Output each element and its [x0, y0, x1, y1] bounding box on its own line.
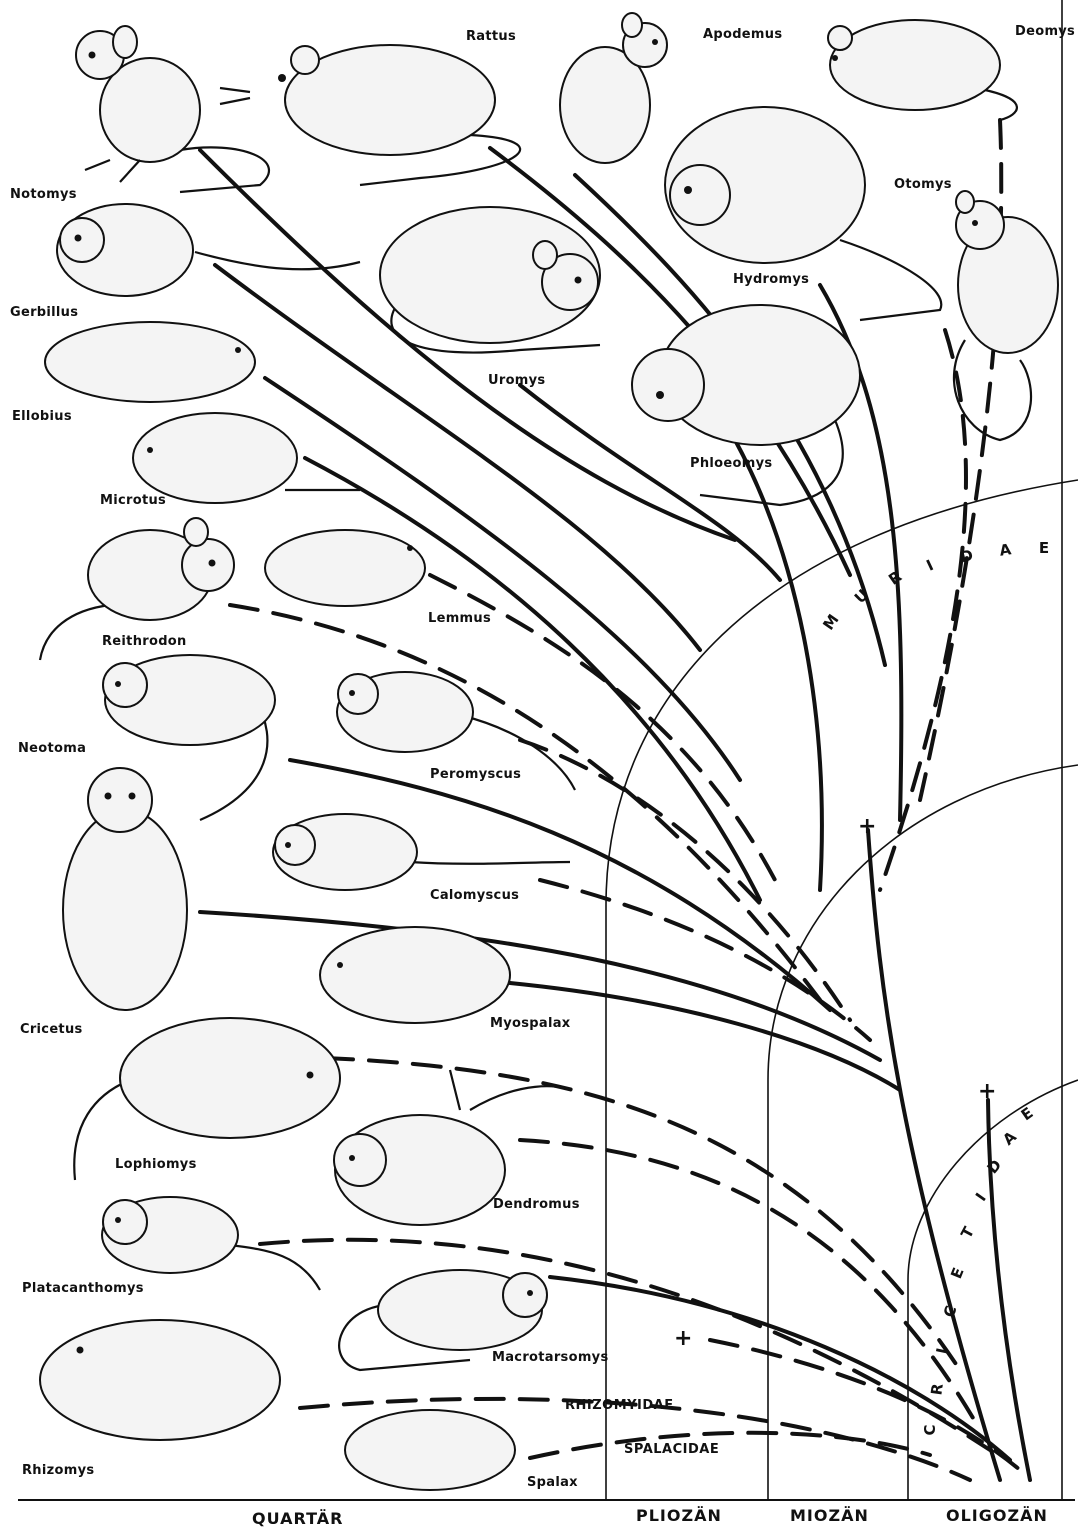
label-ellobius: Ellobius	[12, 409, 72, 424]
cricetidae-letters-letter-8: A	[999, 1127, 1020, 1148]
label-lophiomys: Lophiomys	[115, 1157, 197, 1172]
muridae-letters-letter-0: M	[819, 611, 842, 634]
extinction-marker-muridae: +	[858, 814, 876, 839]
epoch-miozaen: MIOZÄN	[790, 1506, 869, 1525]
cricetidae-letters-letter-0: C	[921, 1424, 939, 1435]
uromys-drawing	[380, 207, 600, 353]
branch-myospalax	[510, 983, 900, 1090]
muridae-letters-letter-2: R	[885, 567, 905, 589]
epoch-pliozaen: PLIOZÄN	[636, 1506, 722, 1525]
microtus-drawing	[133, 413, 360, 503]
cricetidae-letters-letter-9: E	[1018, 1104, 1037, 1125]
cricetidae-letters-letter-5: T	[957, 1223, 978, 1241]
muridae-letters-letter-6: E	[1039, 539, 1049, 557]
cricetidae-letters-letter-2: I	[933, 1346, 952, 1355]
deomys-drawing	[828, 20, 1017, 120]
label-spalax: Spalax	[527, 1475, 578, 1490]
label-hydromys: Hydromys	[733, 272, 809, 287]
branch-otomys	[880, 330, 966, 890]
branches	[200, 120, 1030, 1480]
label-macrotarsomys: Macrotarsomys	[492, 1350, 608, 1365]
label-platacanthomys: Platacanthomys	[22, 1281, 144, 1296]
label-otomys: Otomys	[894, 177, 952, 192]
label-dendromus: Dendromus	[493, 1197, 580, 1212]
otomys-drawing	[954, 191, 1058, 440]
branch-platacanthomys	[260, 1240, 990, 1450]
branch-phloeomys	[735, 440, 822, 890]
label-phloeomys: Phloeomys	[690, 456, 772, 471]
label-spalacidae: SPALACIDAE	[624, 1442, 719, 1457]
label-microtus: Microtus	[100, 493, 166, 508]
label-notomys: Notomys	[10, 187, 77, 202]
rodent-illustrations	[40, 13, 1058, 1490]
label-rattus: Rattus	[466, 29, 516, 44]
cricetus-drawing	[63, 768, 187, 1010]
cricetidae-letters-letter-7: D	[983, 1156, 1005, 1177]
label-deomys: Deomys	[1015, 24, 1075, 39]
label-neotoma: Neotoma	[18, 741, 86, 756]
spalax-drawing	[345, 1410, 515, 1490]
label-gerbillus: Gerbillus	[10, 305, 78, 320]
oligozaen-boundary	[908, 1080, 1078, 1500]
miozaen-boundary	[768, 765, 1078, 1500]
ellobius-drawing	[45, 322, 255, 402]
branch-reithrodon	[230, 605, 820, 1000]
notomys-drawing	[76, 26, 269, 192]
label-peromyscus: Peromyscus	[430, 767, 521, 782]
branch-trunk-cricetidae	[988, 1100, 1030, 1480]
phloeomys-drawing	[632, 305, 860, 505]
label-lemmus: Lemmus	[428, 611, 491, 626]
branch-trunk-muridae	[868, 830, 1000, 1480]
myospalax-drawing	[320, 927, 510, 1023]
label-myospalax: Myospalax	[490, 1016, 571, 1031]
label-reithrodon: Reithrodon	[102, 634, 187, 649]
cricetidae-letters-letter-4: E	[947, 1265, 968, 1281]
apodemus-drawing	[560, 13, 667, 163]
label-rhizomyidae: RHIZOMYIDAE	[565, 1398, 674, 1413]
lophiomys-drawing	[74, 1018, 340, 1180]
muridae-letters-letter-3: I	[924, 556, 937, 575]
label-apodemus: Apodemus	[703, 27, 782, 42]
cricetidae-letters-letter-6: I	[972, 1190, 990, 1205]
extinction-marker-macrotarsomys: +	[674, 1326, 692, 1351]
epoch-oligozaen: OLIGOZÄN	[946, 1506, 1048, 1525]
lemmus-drawing	[265, 530, 425, 606]
label-cricetus: Cricetus	[20, 1022, 83, 1037]
extinction-marker-cricetidae: +	[978, 1079, 996, 1104]
cricetidae-letters-letter-1: R	[927, 1382, 946, 1396]
rhizomys-drawing	[40, 1320, 280, 1440]
muridae-letters-letter-5: A	[998, 540, 1012, 559]
epoch-labels: QUARTÄR PLIOZÄN MIOZÄN OLIGOZÄN	[252, 1506, 1048, 1528]
epoch-quartaer: QUARTÄR	[252, 1509, 343, 1528]
label-uromys: Uromys	[488, 373, 545, 388]
calomyscus-drawing	[273, 814, 570, 890]
label-rhizomys: Rhizomys	[22, 1463, 94, 1478]
rattus-drawing	[220, 45, 520, 185]
label-calomyscus: Calomyscus	[430, 888, 519, 903]
gerbillus-drawing	[57, 204, 360, 296]
branch-macrotarsomys-extinct	[710, 1340, 1020, 1470]
branch-dendromus	[520, 1140, 980, 1430]
hydromys-drawing	[665, 107, 941, 320]
cricetidae-letters-letter-3: C	[940, 1303, 961, 1319]
